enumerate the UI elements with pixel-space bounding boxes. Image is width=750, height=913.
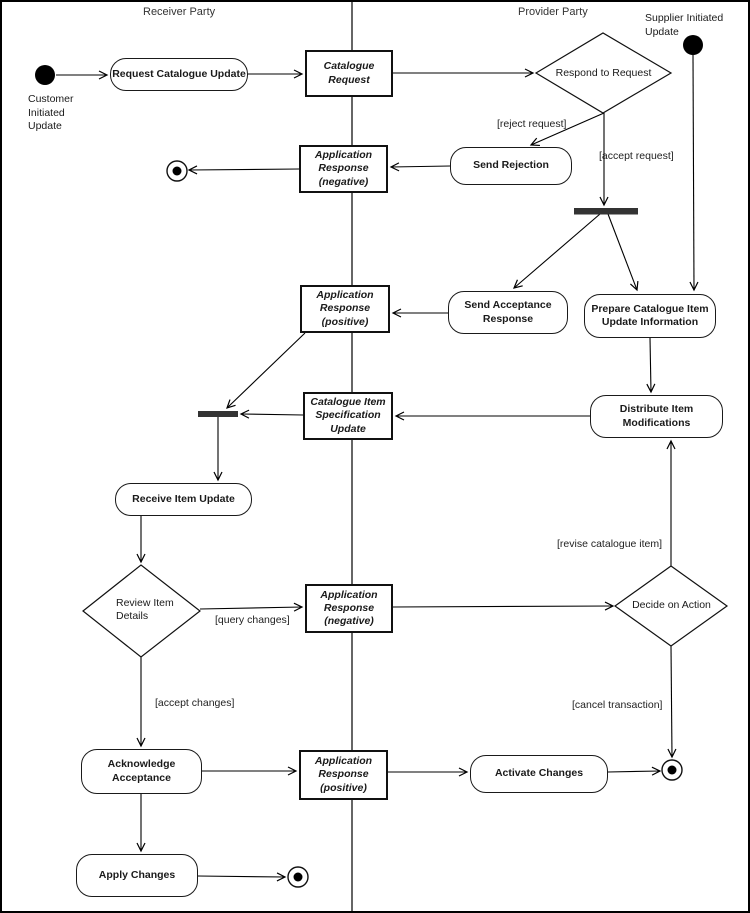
final-node-rejection-dot <box>172 166 182 176</box>
supplier-initiated-update-label: Supplier Initiated Update <box>645 12 724 38</box>
edge-app-resp-neg-to-decide <box>392 601 615 611</box>
decide-on-action-diamond <box>613 565 729 647</box>
edge-supplier-start-to-prepare <box>689 54 699 292</box>
respond-to-request-label: Respond to Request <box>555 67 652 79</box>
edge-app-resp-neg-to-final <box>187 165 300 175</box>
action-send-rejection: Send Rejection <box>450 147 572 185</box>
action-prepare-catalogue-item-update-information: Prepare Catalogue Item Update Informatio… <box>584 294 716 338</box>
signal-application-response-negative-middle: Application Response (negative) <box>305 584 393 633</box>
signal-catalogue-item-specification-update: Catalogue Item Specification Update <box>303 392 393 440</box>
guard-accept-request: [accept request] <box>599 150 674 162</box>
signal-application-response-positive-bottom: Application Response (positive) <box>299 750 388 800</box>
edge-fork-to-send-acceptance <box>512 213 601 289</box>
edge-prepare-to-distribute <box>646 337 656 394</box>
guard-reject-request: [reject request] <box>497 118 567 130</box>
action-distribute-item-modifications: Distribute Item Modifications <box>590 395 723 438</box>
guard-query-changes: [query changes] <box>215 614 290 626</box>
signal-application-response-negative-top: Application Response (negative) <box>299 145 388 193</box>
join-bar <box>198 411 238 417</box>
action-acknowledge-acceptance: Acknowledge Acceptance <box>81 749 202 794</box>
guard-accept-changes: [accept changes] <box>155 697 235 709</box>
action-send-acceptance-response: Send Acceptance Response <box>448 291 568 334</box>
signal-application-response-positive-top: Application Response (positive) <box>300 285 390 333</box>
customer-initiated-update-label: Customer Initiated Update <box>28 93 74 133</box>
edge-respond-reject-to-send-rejection <box>529 112 605 147</box>
respond-to-request-diamond <box>534 32 673 114</box>
lane-title-receiver: Receiver Party <box>143 6 216 18</box>
lane-title-provider: Provider Party <box>518 6 588 18</box>
action-activate-changes: Activate Changes <box>470 755 608 793</box>
edge-send-rejection-to-app-resp-neg <box>389 162 451 172</box>
guard-revise-catalogue-item: [revise catalogue item] <box>557 538 663 550</box>
edge-fork-to-prepare <box>607 213 639 292</box>
action-receive-item-update: Receive Item Update <box>115 483 252 516</box>
review-item-details-diamond <box>82 564 201 658</box>
edge-spec-update-to-join <box>239 409 304 419</box>
edge-decide-cancel-to-final <box>667 645 677 759</box>
fork-bar <box>574 208 638 215</box>
edge-review-query-to-app-resp-neg <box>199 602 304 612</box>
guard-cancel-transaction: [cancel transaction] <box>572 699 663 711</box>
decide-on-action-label: Decide on Action <box>632 599 711 611</box>
signal-catalogue-request: Catalogue Request <box>305 50 393 97</box>
final-nodes <box>166 160 683 888</box>
final-node-provider-dot <box>667 765 677 775</box>
edge-activate-to-final <box>607 766 662 776</box>
supplier-initial-node <box>683 35 703 55</box>
action-apply-changes: Apply Changes <box>76 854 198 897</box>
edge-app-resp-pos-to-join <box>226 332 306 409</box>
edge-apply-to-final <box>197 872 287 882</box>
review-item-details-label: Review Item Details <box>116 597 174 623</box>
final-node-receiver-dot <box>293 872 303 882</box>
customer-initial-node <box>35 65 55 85</box>
action-request-catalogue-update: Request Catalogue Update <box>110 58 248 91</box>
edges <box>56 54 699 882</box>
